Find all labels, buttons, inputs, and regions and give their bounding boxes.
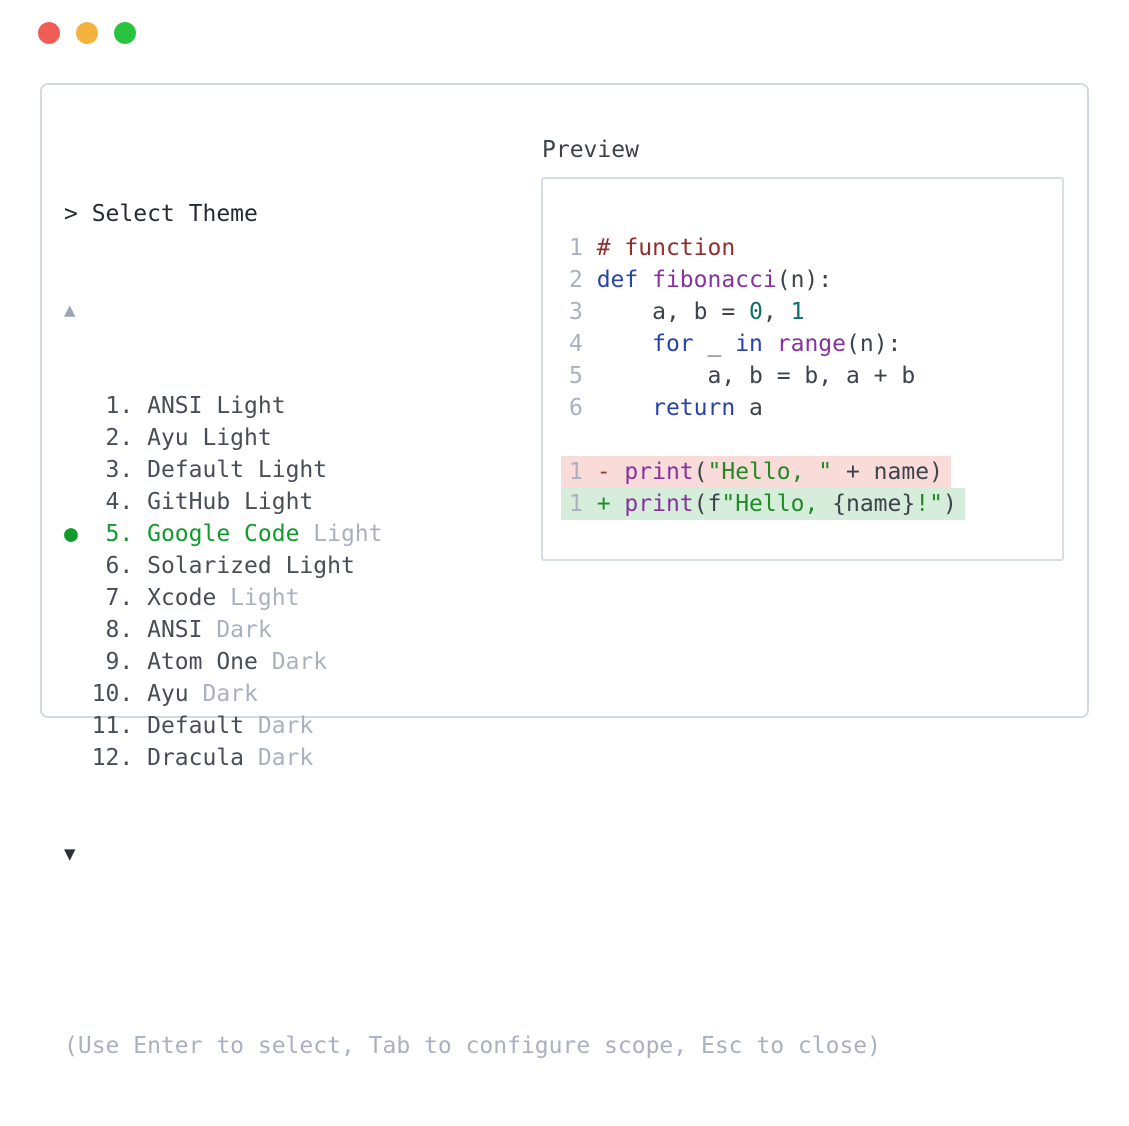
line-number: 4	[569, 331, 597, 357]
theme-item-label: 9. Atom One	[91, 649, 258, 675]
bullet-placeholder	[64, 393, 92, 419]
diff-line-removed: 1 - print("Hello, " + name)	[561, 456, 1062, 488]
theme-prompt: > Select Theme	[64, 201, 258, 227]
theme-item-variant: Dark	[244, 713, 314, 739]
theme-item-variant: Dark	[188, 681, 258, 707]
maximize-button[interactable]	[114, 22, 136, 44]
theme-item-variant: Dark	[202, 617, 272, 643]
theme-item-label: 5. Google Code	[91, 521, 300, 547]
line-number: 1	[569, 491, 597, 517]
line-number: 5	[569, 363, 597, 389]
theme-item-5[interactable]: ● 5. Google Code Light	[64, 518, 881, 550]
preview-box: 1 # function 2 def fibonacci(n): 3 a, b = …	[541, 177, 1064, 561]
theme-item-7[interactable]: 7. Xcode Light	[64, 582, 881, 614]
theme-item-label: 8. ANSI	[91, 617, 203, 643]
theme-item-label: 1. ANSI	[91, 393, 203, 419]
theme-item-variant: Light	[299, 521, 383, 547]
theme-item-label: 4. GitHub	[91, 489, 231, 515]
bullet-placeholder	[64, 745, 92, 771]
line-number: 2	[569, 267, 597, 293]
code-line-2: 2 def fibonacci(n):	[569, 267, 833, 293]
theme-item-variant: Light	[216, 585, 300, 611]
selected-item-dot: ●	[64, 521, 92, 547]
scroll-down-icon[interactable]: ▼	[64, 843, 76, 865]
theme-item-6[interactable]: 6. Solarized Light	[64, 550, 881, 582]
scroll-up-icon[interactable]: ▲	[64, 299, 76, 321]
theme-item-variant: Dark	[257, 649, 328, 675]
theme-item-label: 2. Ayu	[91, 425, 189, 451]
theme-item-variant: Light	[188, 425, 272, 451]
theme-item-label: 7. Xcode	[91, 585, 217, 611]
theme-item-variant: Light	[271, 553, 355, 579]
bullet-placeholder	[64, 617, 92, 643]
code-line-3: 3 a, b = 0, 1	[569, 299, 805, 325]
bullet-placeholder	[64, 649, 92, 675]
bullet-placeholder	[64, 713, 92, 739]
theme-item-variant: Dark	[244, 745, 314, 771]
bullet-placeholder	[64, 425, 92, 451]
theme-item-label: 6. Solarized	[91, 553, 272, 579]
theme-item-10[interactable]: 10. Ayu Dark	[64, 678, 881, 710]
theme-item-label: 10. Ayu	[91, 681, 189, 707]
line-number: 6	[569, 395, 597, 421]
theme-item-variant: Light	[202, 393, 286, 419]
preview-label: Preview	[542, 137, 639, 163]
theme-item-label: 11. Default	[91, 713, 245, 739]
theme-item-label: 12. Dracula	[91, 745, 245, 771]
bullet-placeholder	[64, 457, 92, 483]
code-line-4: 4 for _ in range(n):	[569, 331, 902, 357]
theme-item-2[interactable]: 2. Ayu Light	[64, 422, 881, 454]
diff-highlight-added: 1 + print(f"Hello, {name}!")	[561, 488, 965, 520]
spacer-line	[64, 934, 881, 966]
theme-item-variant: Light	[230, 489, 314, 515]
code-preview: 1 # function 2 def fibonacci(n): 3 a, b = …	[561, 232, 1062, 520]
theme-item-11[interactable]: 11. Default Dark	[64, 710, 881, 742]
theme-item-4[interactable]: 4. GitHub Light	[64, 486, 881, 518]
blank-line	[569, 424, 1062, 456]
theme-item-8[interactable]: 8. ANSI Dark	[64, 614, 881, 646]
theme-item-variant: Light	[244, 457, 328, 483]
bullet-placeholder	[64, 681, 92, 707]
code-line-1: 1 # function	[569, 235, 736, 261]
window-controls	[38, 22, 136, 44]
diff-highlight-removed: 1 - print("Hello, " + name)	[561, 456, 951, 488]
minimize-button[interactable]	[76, 22, 98, 44]
theme-item-label: 3. Default	[91, 457, 245, 483]
code-line-5: 5 a, b = b, a + b	[569, 363, 916, 389]
theme-item-9[interactable]: 9. Atom One Dark	[64, 646, 881, 678]
theme-item-12[interactable]: 12. Dracula Dark	[64, 742, 881, 774]
line-number: 1	[569, 459, 597, 485]
bullet-placeholder	[64, 489, 92, 515]
theme-item-1[interactable]: 1. ANSI Light	[64, 390, 881, 422]
code-line-6: 6 return a	[569, 395, 763, 421]
hint-text: (Use Enter to select, Tab to configure s…	[64, 1033, 881, 1059]
line-number: 3	[569, 299, 597, 325]
close-button[interactable]	[38, 22, 60, 44]
theme-item-3[interactable]: 3. Default Light	[64, 454, 881, 486]
theme-picker-panel: > Select Theme ▲ 1. ANSI Light 2. Ayu Li…	[40, 83, 1089, 1059]
diff-line-added: 1 + print(f"Hello, {name}!")	[561, 488, 1062, 520]
bullet-placeholder	[64, 553, 92, 579]
line-number: 1	[569, 235, 597, 261]
bullet-placeholder	[64, 585, 92, 611]
